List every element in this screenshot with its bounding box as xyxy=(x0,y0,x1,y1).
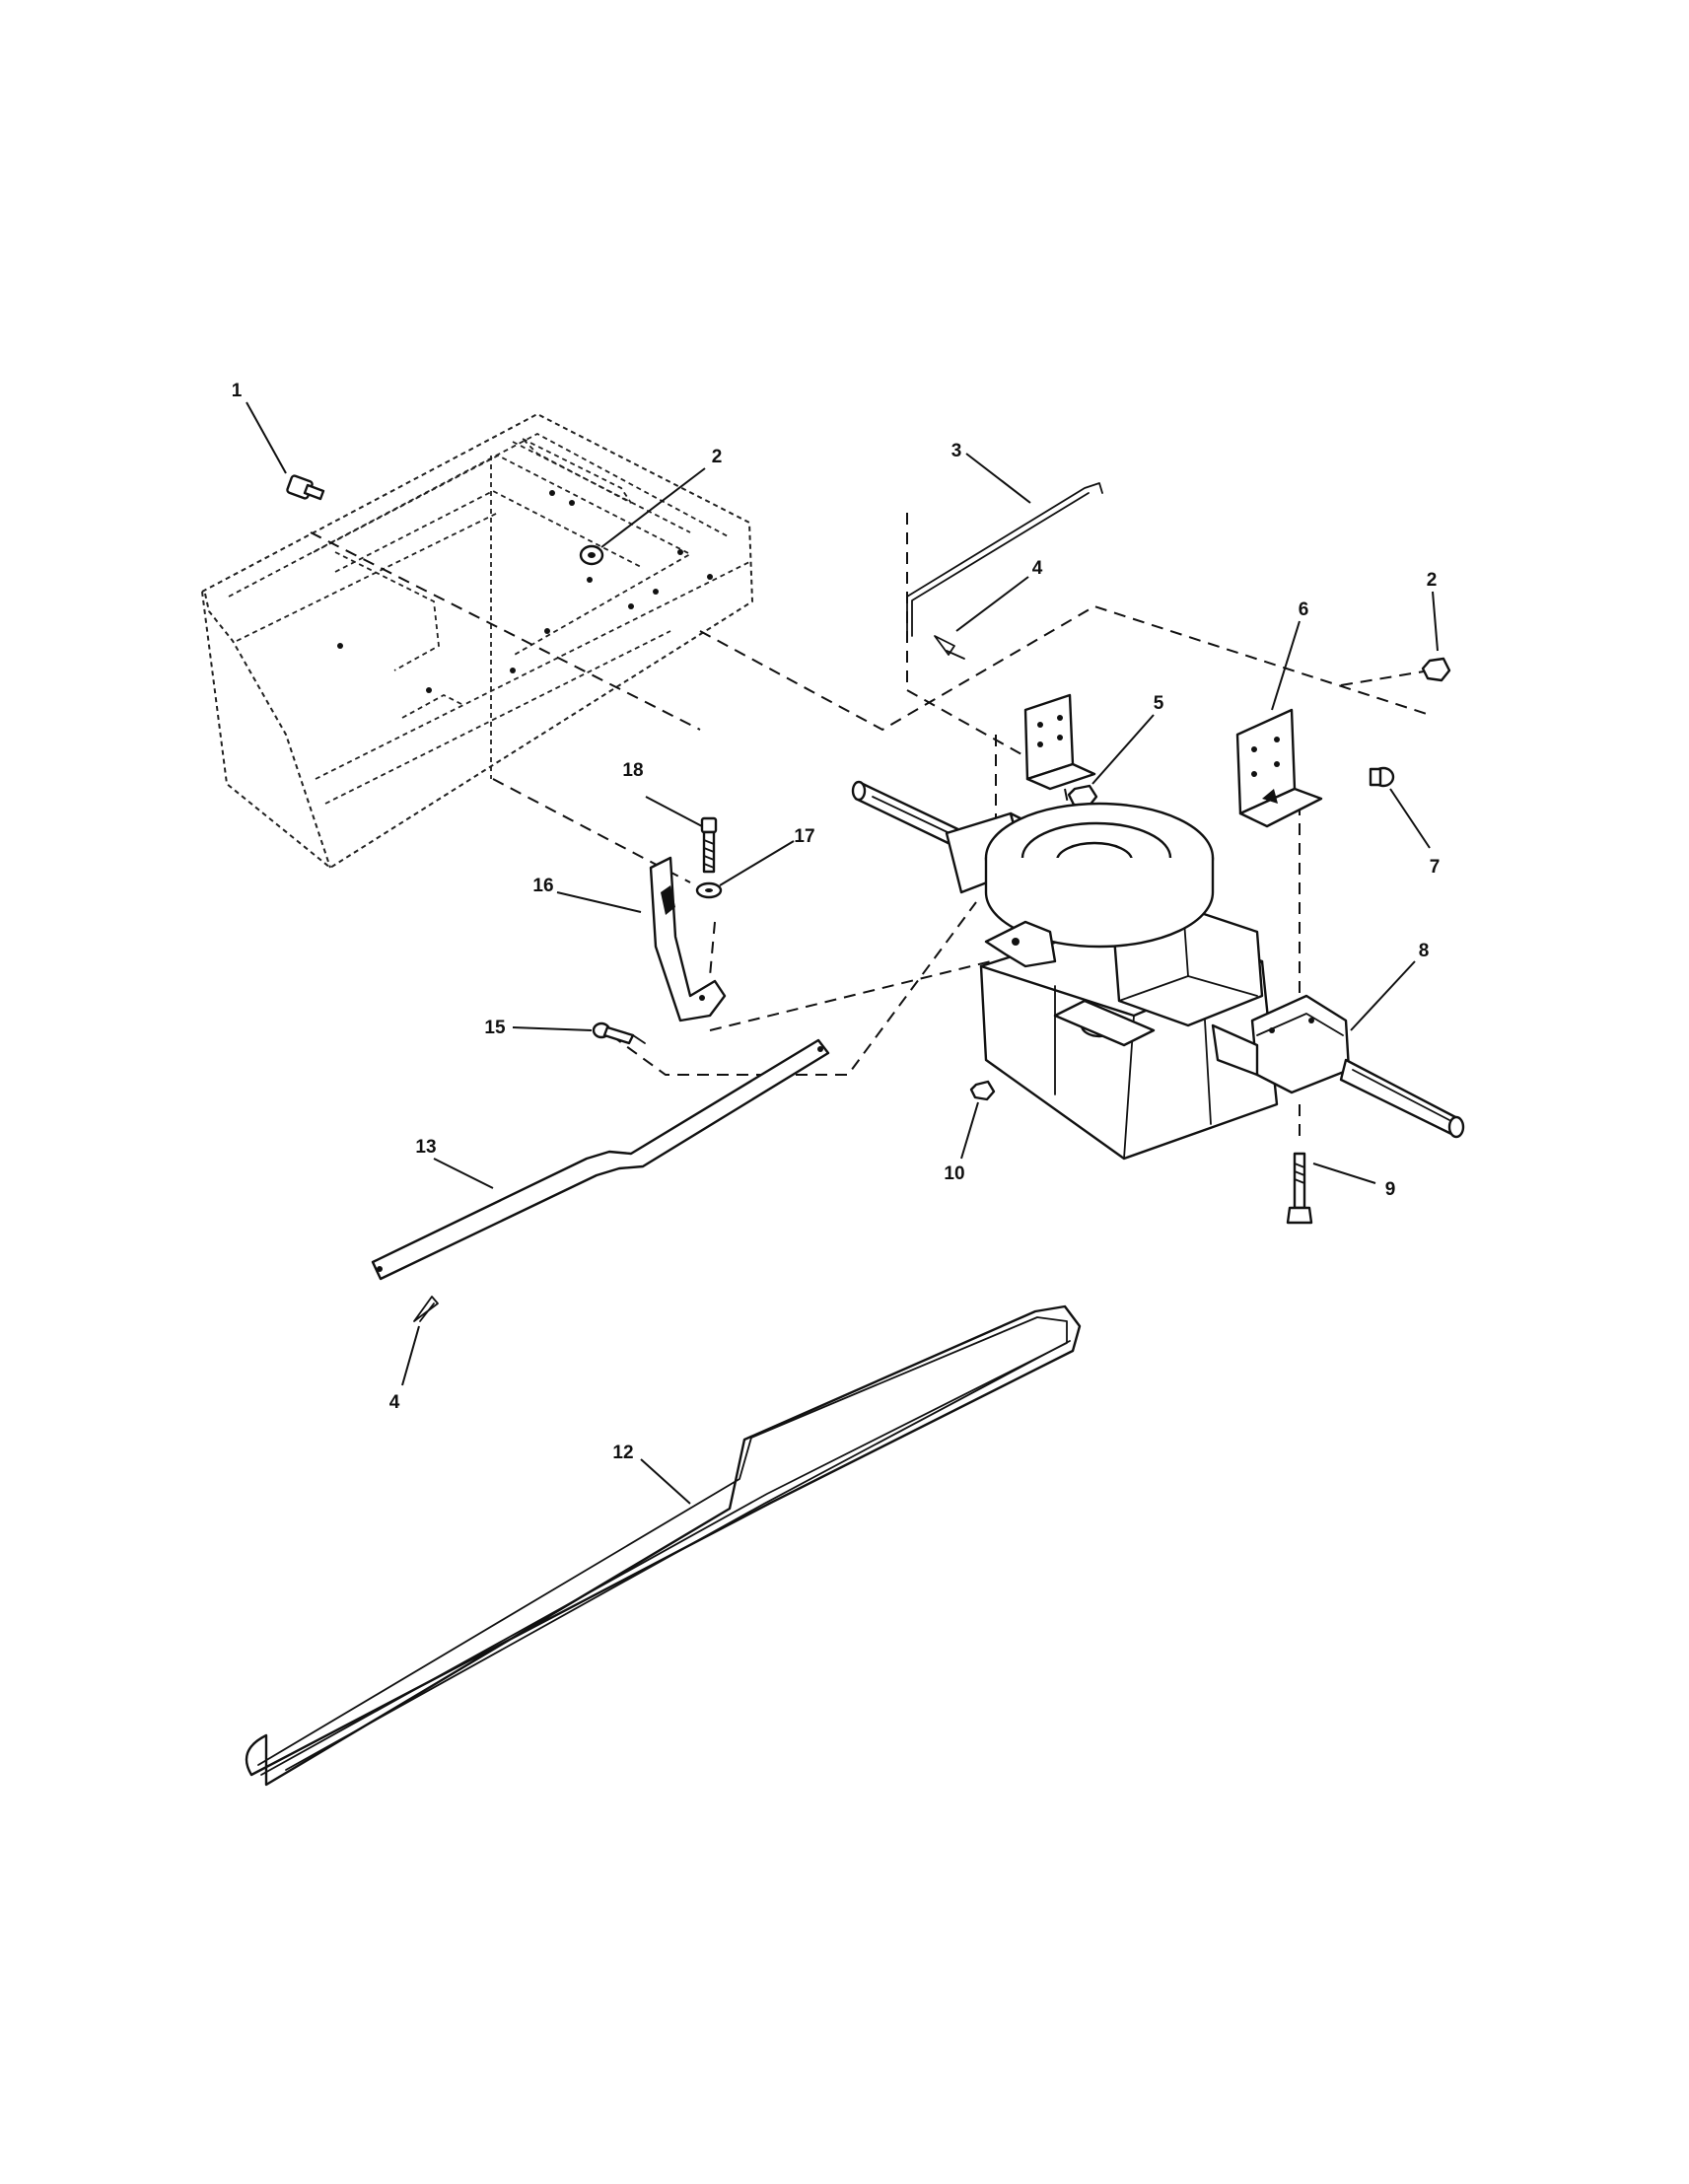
hairpin-clip-part-4b xyxy=(413,1296,439,1322)
nut-part-10 xyxy=(969,1080,996,1101)
bracket-part-6 xyxy=(1235,708,1323,828)
callout-2b: 2 xyxy=(1427,570,1438,591)
callout-18: 18 xyxy=(622,760,643,781)
callout-17: 17 xyxy=(794,826,814,847)
leader-lines xyxy=(246,401,1439,1505)
bolt-part-7 xyxy=(1369,766,1395,788)
rod-part-3 xyxy=(906,482,1103,637)
bolt-part-18 xyxy=(700,816,718,874)
hairpin-clip-part-4a xyxy=(934,635,965,660)
bolt-part-1 xyxy=(286,474,325,501)
callout-3: 3 xyxy=(951,441,962,461)
callout-4a: 4 xyxy=(1032,558,1043,579)
callout-8: 8 xyxy=(1419,941,1430,961)
washer-part-17 xyxy=(695,881,723,899)
callout-9: 9 xyxy=(1385,1179,1396,1200)
callout-labels: 1 2 3 4 2 6 5 7 18 17 16 8 15 13 10 9 4 … xyxy=(232,381,1441,1463)
callout-1: 1 xyxy=(232,381,243,401)
callout-12: 12 xyxy=(612,1443,633,1463)
bracket-upper-left xyxy=(1023,693,1096,791)
callout-7: 7 xyxy=(1430,857,1441,878)
callout-5: 5 xyxy=(1154,693,1164,714)
chassis-frame xyxy=(201,413,753,869)
bolt-part-9 xyxy=(1286,1152,1313,1225)
callout-10: 10 xyxy=(944,1163,964,1184)
callout-4b: 4 xyxy=(389,1392,400,1413)
rod-part-13 xyxy=(371,1038,830,1281)
callout-15: 15 xyxy=(484,1018,506,1038)
transaxle-assembly xyxy=(851,780,1465,1161)
belt-part-12 xyxy=(245,1304,1082,1787)
callout-6: 6 xyxy=(1299,599,1309,620)
nut-part-2b xyxy=(1421,657,1451,682)
callout-16: 16 xyxy=(532,876,553,896)
callout-13: 13 xyxy=(415,1137,436,1158)
callout-2a: 2 xyxy=(712,447,723,467)
bracket-part-16 xyxy=(649,856,727,1022)
screw-part-15 xyxy=(592,1022,646,1045)
nut-part-2a xyxy=(579,544,604,566)
